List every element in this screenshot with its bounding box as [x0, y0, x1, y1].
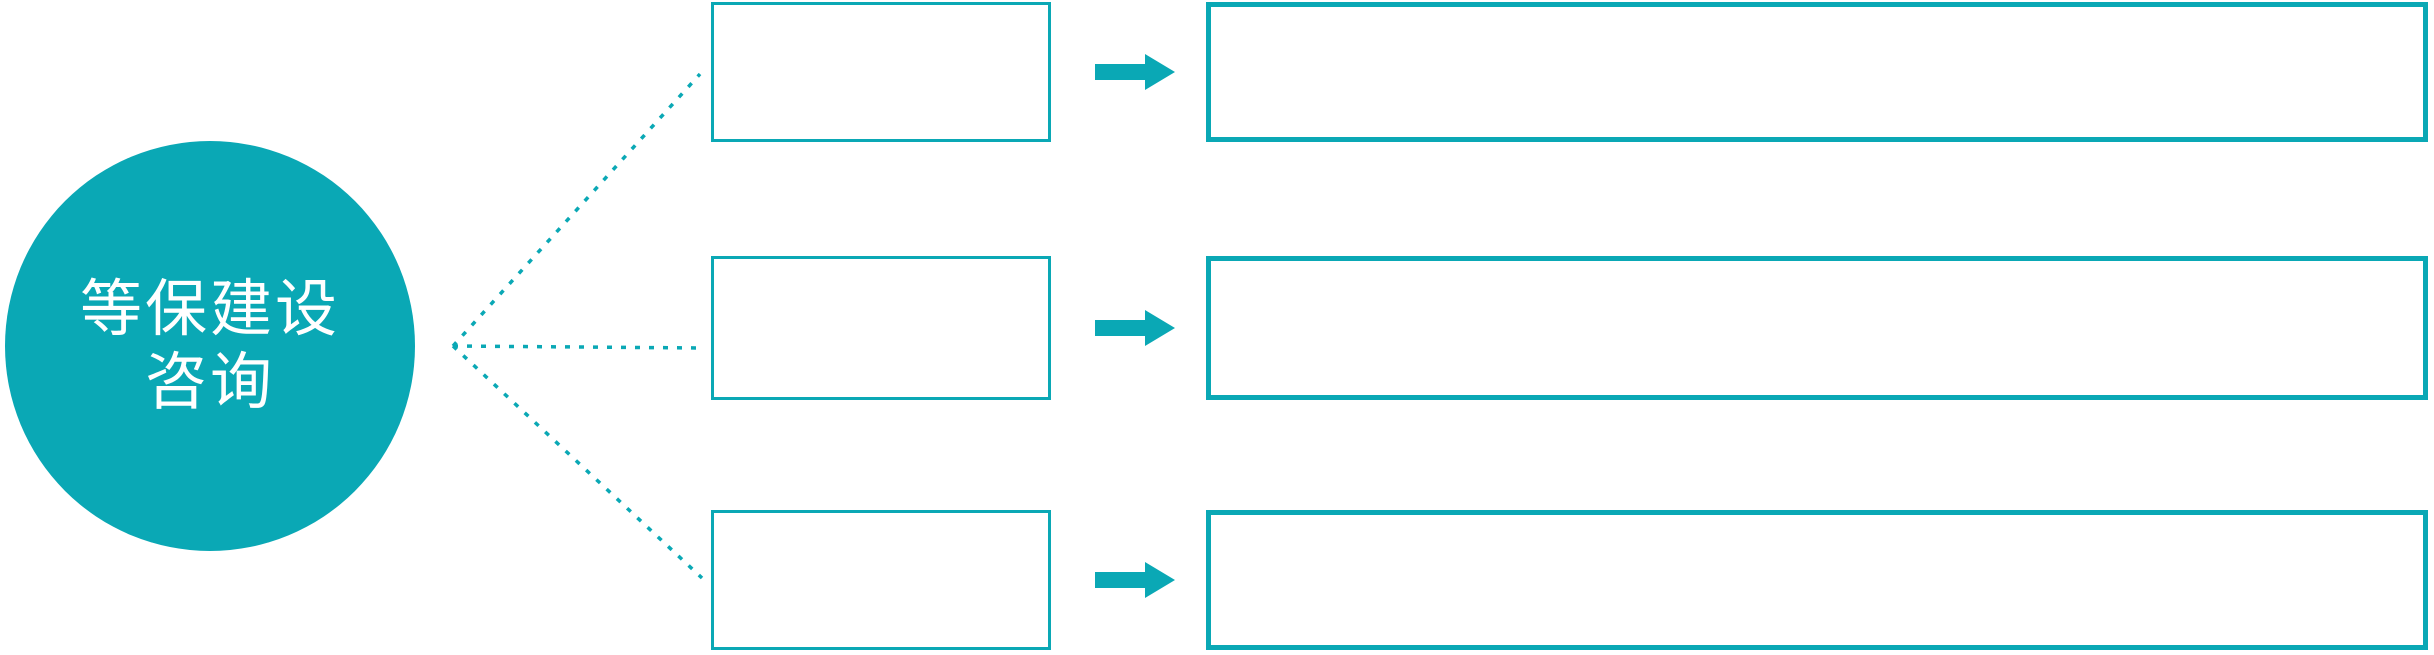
dotted-connector-top-icon — [451, 72, 702, 348]
step-box-3 — [711, 510, 1051, 650]
detail-panel-3 — [1206, 510, 2428, 650]
step-box-2 — [711, 256, 1051, 400]
detail-panel-2 — [1206, 256, 2428, 400]
step-box-1 — [711, 2, 1051, 142]
hub-label-line1: 等保建设 — [79, 274, 340, 344]
dotted-connector-middle-icon — [452, 344, 704, 350]
arrow-right-icon — [1095, 54, 1175, 90]
arrow-right-icon — [1095, 310, 1175, 346]
detail-panel-1 — [1206, 2, 2428, 142]
arrow-right-icon — [1095, 562, 1175, 598]
hub-circle: 等保建设 咨询 — [5, 141, 415, 551]
dotted-connector-bottom-icon — [451, 344, 704, 580]
hub-label-line2: 咨询 — [144, 348, 275, 417]
